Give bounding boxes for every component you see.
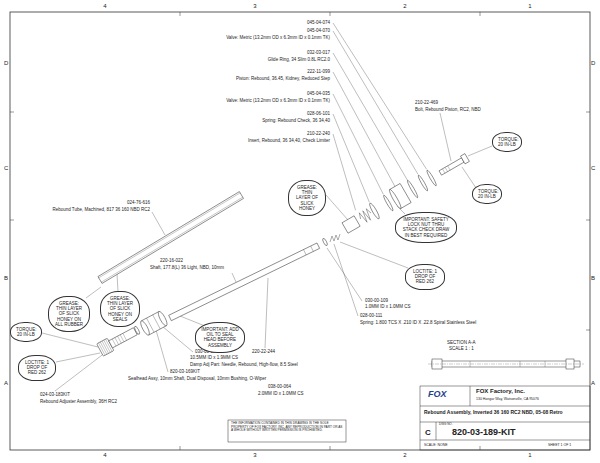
small-parts xyxy=(322,234,340,246)
part-number: 210-22-240 xyxy=(307,131,330,136)
leader-lines xyxy=(42,23,492,391)
title-block-text: FOX Factory, Inc. xyxy=(476,388,525,395)
part-number: 220-22-244 xyxy=(252,349,275,354)
note-cloud: GREASE: THIN LAYER OF SLICK HONEY ON SEA… xyxy=(100,291,140,327)
title-block-text: C xyxy=(425,428,431,437)
part-description: Shaft, 177.8(L) 36 Light, NBD, 10mm xyxy=(150,265,224,270)
drawing-number: 820-03-189-KIT xyxy=(452,427,516,437)
rebound-adjuster xyxy=(97,323,142,356)
part-number: 030-00-109 xyxy=(365,298,388,303)
zone-marker: D xyxy=(4,60,8,67)
zone-marker: 1 xyxy=(528,452,531,459)
note-text: IMPORTANT: SAFETY LOCK NUT THRU STACK CH… xyxy=(401,217,451,238)
section-label: SECTION A-A xyxy=(447,340,476,345)
note-cloud: GREASE: THIN LAYER OF SLICK HONEY xyxy=(288,180,326,216)
part-description: Insert, Rebound, 36 34,40, Check Limiter xyxy=(248,138,330,143)
zone-marker: B xyxy=(4,275,8,282)
note-text: IMPORTANT: ADD OIL TO SEAL HEAD BEFORE A… xyxy=(201,327,239,348)
part-number: 038-00-064 xyxy=(268,384,291,389)
proprietary-note: THE INFORMATION CONTAINED IN THIS DRAWIN… xyxy=(231,422,343,433)
part-number: 024-76-616 xyxy=(127,200,150,205)
note-text: GREASE: THIN LAYER OF SLICK HONEY ON SEA… xyxy=(106,296,134,322)
part-description: Sealhead Assy, 10mm Shaft, Dual Disposal… xyxy=(128,376,266,381)
part-description: Piston: Rebound, 36.45, Kidney, Reduced … xyxy=(236,76,330,81)
zone-marker: 1 xyxy=(528,3,531,10)
part-description: Valve: Metric (13.2mm OD x 6.3mm ID x 0.… xyxy=(226,98,330,103)
part-description: Rebound Adjuster Assembly, 36H RC2 xyxy=(40,399,117,404)
note-text: TORQUE: 20 IN-LB xyxy=(478,189,496,199)
part-description: Spring: Rebound Check, 36 34,40 xyxy=(262,118,330,123)
part-description: Rebound Tube, Machined, 817 36 160 NBD R… xyxy=(52,207,150,212)
note-text: LOCTITE: 1 DROP OF RED 262 xyxy=(411,269,439,285)
sheet-border xyxy=(10,12,590,450)
zone-marker: 4 xyxy=(103,3,106,10)
note-text: GREASE: THIN LAYER OF SLICK HONEY ON ALL… xyxy=(54,301,84,327)
section-view xyxy=(428,359,584,369)
title-block-text: SCALE: NONE xyxy=(424,443,448,447)
note-cloud: GREASE: THIN LAYER OF SLICK HONEY ON ALL… xyxy=(48,296,90,332)
part-description: Spring: 1.800 TCS X .210 ID X .22.8 Spir… xyxy=(360,320,476,325)
part-number: 045-04-070 xyxy=(307,28,330,33)
zone-marker: C xyxy=(4,165,8,172)
title-block-text: SHEET 1 OF 1 xyxy=(548,443,571,447)
part-description: 2.0MM ID x 1.0MM CS xyxy=(258,391,304,396)
zone-marker: 3 xyxy=(253,3,256,10)
note-cloud: TORQUE: 20 IN-LB xyxy=(472,184,502,204)
note-text: GREASE: THIN LAYER OF SLICK HONEY xyxy=(294,185,320,211)
company-logo: FOX xyxy=(428,389,447,399)
part-number: 820-03-169KIT xyxy=(170,369,200,374)
part-description: Bolt, Rebound Piston, RC2, NBD xyxy=(415,107,481,112)
zone-marker: B xyxy=(591,275,595,282)
part-number: 024-03-183KIT xyxy=(40,392,70,397)
sealhead xyxy=(139,310,169,336)
zone-marker: A xyxy=(4,380,8,387)
part-description: 1.0MM ID x 1.0MM CS xyxy=(365,304,411,309)
title-block-text: DWG NO. xyxy=(439,423,453,426)
note-cloud: IMPORTANT: ADD OIL TO SEAL HEAD BEFORE A… xyxy=(195,322,245,353)
zone-marker: 4 xyxy=(103,452,106,459)
title-block-text: 130 Hangar Way, Watsonville, CA 95076 xyxy=(476,397,539,401)
note-cloud: LOCTITE: 1 DROP OF RED 262 xyxy=(405,264,445,290)
part-number: 045-04-035 xyxy=(307,91,330,96)
part-description: Valve: Metric (13.2mm OD x 6.3mm ID x 0.… xyxy=(226,35,330,40)
note-cloud: LOCTITE: 1 DROP OF RED 262 xyxy=(18,355,56,381)
note-text: TORQUE: 20 IN-LB xyxy=(498,137,516,147)
scale-label: SCALE 1 : 1 xyxy=(449,346,474,351)
note-cloud: IMPORTANT: SAFETY LOCK NUT THRU STACK CH… xyxy=(395,212,457,243)
rebound-tube xyxy=(98,192,244,284)
zone-marker: 2 xyxy=(403,452,406,459)
zone-marker: 3 xyxy=(253,452,256,459)
part-number: 028-00-111 xyxy=(360,313,382,318)
zone-marker: A xyxy=(591,380,595,387)
note-text: TORQUE: 20 IN-LB xyxy=(16,327,36,337)
part-number: 032-03-017 xyxy=(307,50,330,55)
part-number: 210-22-469 xyxy=(415,100,438,105)
title-block xyxy=(228,386,590,450)
part-number: 222-11-099 xyxy=(307,69,330,74)
note-cloud: TORQUE: 20 IN-LB xyxy=(492,132,522,152)
zone-marker: C xyxy=(591,165,595,172)
part-number: 220-16-022 xyxy=(160,258,183,263)
part-number: 028-06-101 xyxy=(307,111,330,116)
zone-marker: D xyxy=(591,60,595,67)
note-text: LOCTITE: 1 DROP OF RED 262 xyxy=(24,360,50,376)
part-description: 10.5MM ID x 1.9MM CS xyxy=(190,355,238,360)
drawing-title: Rebound Assembly, Inverted 36 160 RC2 NB… xyxy=(424,410,563,416)
part-number: 045-04-074 xyxy=(307,20,330,25)
shaft xyxy=(169,243,320,321)
part-description: Glide Ring, 34 Slim 0.8L RC2.0 xyxy=(268,57,330,62)
part-description: Damp Adj Part: Needle, Rebound, High-flo… xyxy=(190,362,298,367)
note-cloud: TORQUE: 20 IN-LB xyxy=(10,322,42,342)
zone-marker: 2 xyxy=(403,3,406,10)
